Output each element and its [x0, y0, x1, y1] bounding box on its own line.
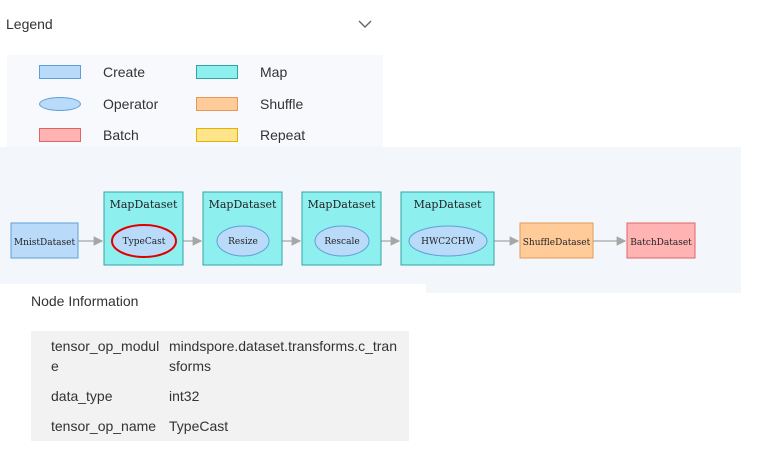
pipeline-graph[interactable]: MnistDataset MapDataset TypeCast MapData… — [0, 147, 741, 293]
legend-title: Legend — [6, 16, 53, 32]
operator-typecast[interactable] — [111, 224, 177, 258]
create-swatch — [39, 65, 81, 79]
node-mnist-dataset[interactable]: MnistDataset — [10, 222, 79, 259]
info-key: data_type — [51, 388, 113, 404]
node-map-dataset-hwc2chw[interactable]: MapDataset HWC2CHW — [400, 191, 495, 266]
info-key: tensor_op_name — [51, 418, 157, 434]
info-value: TypeCast — [169, 418, 229, 434]
node-map-dataset-typecast[interactable]: MapDataset TypeCast — [103, 191, 184, 266]
table-row: tensor_op_name TypeCast — [31, 416, 409, 436]
legend-label: Map — [260, 64, 288, 80]
map-swatch — [196, 65, 238, 79]
operator-label: Resize — [228, 237, 258, 247]
operator-swatch — [39, 97, 81, 111]
legend-label: Shuffle — [260, 96, 304, 112]
info-value: mindspore.dataset.transforms.c_transform… — [169, 338, 397, 374]
operator-rescale[interactable] — [314, 225, 370, 257]
legend-panel: Create Map Operator Shuffle Batch Repeat — [7, 55, 383, 147]
node-info-title: Node Information — [31, 293, 139, 309]
node-info-table: tensor_op_module mindspore.dataset.trans… — [31, 331, 409, 441]
node-shuffle-dataset[interactable]: ShuffleDataset — [519, 222, 594, 259]
shuffle-swatch — [196, 97, 238, 111]
node-info-panel: Node Information tensor_op_module mindsp… — [0, 284, 426, 450]
legend-label: Batch — [103, 127, 139, 143]
chevron-down-icon[interactable] — [357, 16, 373, 32]
pipeline-graph-svg[interactable]: MnistDataset MapDataset TypeCast MapData… — [0, 147, 741, 293]
batch-swatch — [39, 128, 81, 142]
node-label: ShuffleDataset — [523, 238, 591, 248]
operator-hwc2chw[interactable] — [408, 225, 488, 257]
node-map-dataset-resize[interactable]: MapDataset Resize — [202, 191, 283, 266]
legend-label: Repeat — [260, 127, 306, 143]
legend-label: Operator — [103, 96, 159, 112]
map-title: MapDataset — [414, 198, 482, 211]
map-title: MapDataset — [308, 198, 376, 211]
operator-label: Rescale — [324, 237, 359, 247]
legend-header[interactable]: Legend — [0, 0, 385, 48]
info-value: int32 — [169, 388, 200, 404]
operator-resize[interactable] — [216, 225, 270, 257]
table-row: tensor_op_module mindspore.dataset.trans… — [31, 336, 409, 376]
repeat-swatch — [196, 128, 238, 142]
operator-label: TypeCast — [123, 237, 166, 247]
legend-label: Create — [103, 64, 146, 80]
map-title: MapDataset — [110, 198, 178, 211]
node-map-dataset-rescale[interactable]: MapDataset Rescale — [301, 191, 382, 266]
table-row: data_type int32 — [31, 386, 409, 406]
map-title: MapDataset — [209, 198, 277, 211]
operator-label: HWC2CHW — [421, 237, 475, 247]
node-label: MnistDataset — [14, 238, 76, 248]
node-batch-dataset[interactable]: BatchDataset — [626, 222, 696, 259]
node-label: BatchDataset — [630, 238, 692, 248]
info-key: tensor_op_module — [51, 338, 160, 374]
